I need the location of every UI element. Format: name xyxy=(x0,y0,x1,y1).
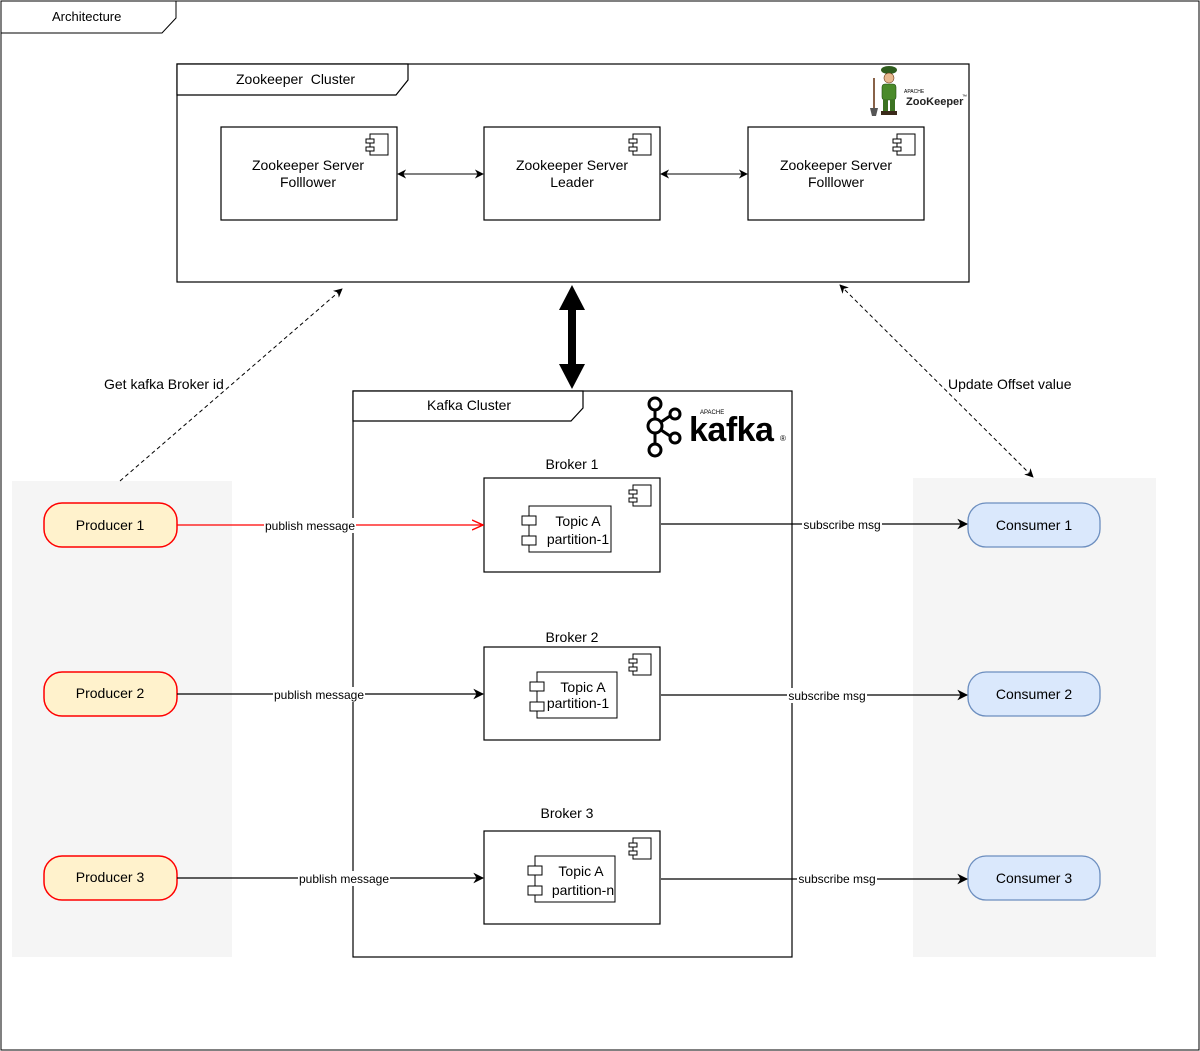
topic-partition-component: Topic A partition-n xyxy=(527,855,616,903)
svg-text:APACHE: APACHE xyxy=(904,89,925,95)
svg-text:Folllower: Folllower xyxy=(280,174,336,190)
broker-title: Broker 3 xyxy=(541,805,594,821)
svg-text:Topic A: Topic A xyxy=(558,863,604,879)
zookeeper-logo: APACHE ZooKeeper ™ xyxy=(870,66,967,116)
frame-title-tab xyxy=(0,0,177,34)
component-icon xyxy=(628,837,652,860)
svg-text:publish message: publish message xyxy=(299,872,389,886)
component-icon xyxy=(892,133,916,156)
subscribe-edge-3: subscribe msg xyxy=(661,871,969,886)
svg-text:publish message: publish message xyxy=(265,519,355,533)
kafka-logo: APACHE kafka ® xyxy=(646,396,786,458)
topic-partition-component: Topic A partition-1 xyxy=(521,505,612,553)
zookeeper-server-follower-2: Zookeeper Server Folllower xyxy=(747,126,925,221)
get-broker-id-edge: Get kafka Broker id xyxy=(104,288,343,482)
svg-text:Consumer 3: Consumer 3 xyxy=(996,870,1072,886)
component-icon xyxy=(628,484,652,507)
svg-text:Producer 3: Producer 3 xyxy=(76,869,145,885)
subscribe-edge-2: subscribe msg xyxy=(661,688,969,703)
component-icon xyxy=(365,133,389,156)
producer-1[interactable]: Producer 1 xyxy=(43,502,178,548)
svg-text:Topic A: Topic A xyxy=(560,679,606,695)
component-icon xyxy=(628,133,652,156)
zookeeper-server-leader: Zookeeper Server Leader xyxy=(483,126,661,221)
broker-title: Broker 1 xyxy=(546,456,599,472)
zookeeper-server-follower-1: Zookeeper Server Folllower xyxy=(220,126,398,221)
publish-edge-3: publish message xyxy=(177,871,485,886)
svg-text:Topic A: Topic A xyxy=(555,513,601,529)
topic-partition-component: Topic A partition-1 xyxy=(529,671,618,719)
svg-text:™: ™ xyxy=(962,94,967,100)
broker-title: Broker 2 xyxy=(546,629,599,645)
broker-3: Broker 3 Topic A partition-n xyxy=(483,805,661,925)
svg-text:Consumer 1: Consumer 1 xyxy=(996,517,1072,533)
update-offset-label: Update Offset value xyxy=(948,376,1072,392)
svg-text:Zookeeper Server: Zookeeper Server xyxy=(252,157,364,173)
svg-text:Zookeeper Server: Zookeeper Server xyxy=(516,157,628,173)
kafka-cluster-label: Kafka Cluster xyxy=(427,397,511,413)
consumer-1[interactable]: Consumer 1 xyxy=(967,502,1101,548)
producer-2[interactable]: Producer 2 xyxy=(43,671,178,717)
svg-text:subscribe msg: subscribe msg xyxy=(803,518,880,532)
subscribe-edge-1: subscribe msg xyxy=(661,517,969,532)
svg-text:partition-1: partition-1 xyxy=(547,695,609,711)
update-offset-edge: Update Offset value xyxy=(839,284,1072,478)
svg-text:Producer 1: Producer 1 xyxy=(76,517,145,533)
publish-edge-1: publish message xyxy=(177,518,483,533)
svg-text:subscribe msg: subscribe msg xyxy=(788,689,865,703)
kafka-logo-name: kafka xyxy=(689,411,775,449)
svg-text:subscribe msg: subscribe msg xyxy=(798,872,875,886)
get-broker-id-label: Get kafka Broker id xyxy=(104,376,224,392)
consumer-2[interactable]: Consumer 2 xyxy=(967,671,1101,717)
zk-kafka-connection-arrow xyxy=(559,285,585,389)
producer-3[interactable]: Producer 3 xyxy=(43,855,178,901)
svg-text:partition-1: partition-1 xyxy=(547,531,609,547)
publish-edge-2: publish message xyxy=(177,687,485,702)
svg-text:Folllower: Folllower xyxy=(808,174,864,190)
svg-text:Leader: Leader xyxy=(550,174,594,190)
frame-title: Architecture xyxy=(52,9,121,24)
svg-text:Consumer 2: Consumer 2 xyxy=(996,686,1072,702)
svg-text:Zookeeper Server: Zookeeper Server xyxy=(780,157,892,173)
svg-text:Producer 2: Producer 2 xyxy=(76,685,145,701)
consumer-3[interactable]: Consumer 3 xyxy=(967,855,1101,901)
broker-1: Broker 1 Topic A partition-1 xyxy=(483,456,661,573)
component-icon xyxy=(628,653,652,676)
svg-text:APACHE: APACHE xyxy=(700,410,724,416)
svg-text:®: ® xyxy=(780,434,786,443)
zookeeper-logo-name: ZooKeeper xyxy=(906,96,964,108)
zookeeper-cluster-label: Zookeeper Cluster xyxy=(236,71,355,87)
svg-text:publish message: publish message xyxy=(274,688,364,702)
svg-text:partition-n: partition-n xyxy=(552,882,614,898)
